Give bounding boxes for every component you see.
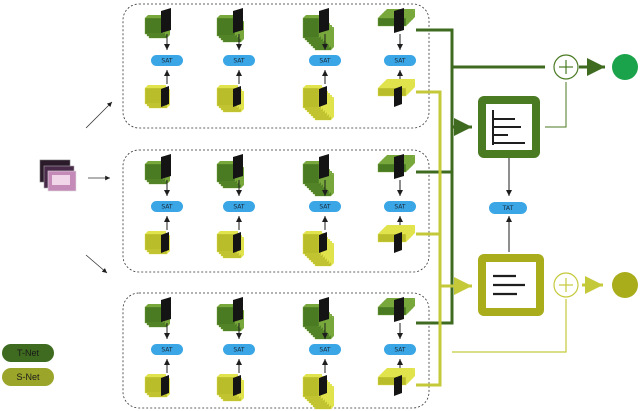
student-attention-map-3-1: [161, 375, 169, 396]
student-attention-map-3-4: [394, 375, 402, 396]
sat-label: SAT: [319, 204, 331, 211]
sat-label: SAT: [394, 204, 406, 211]
sat-label: SAT: [319, 58, 331, 65]
stream-block-1: [122, 3, 430, 129]
stream-2-stages: SAT SAT SAT SAT: [144, 154, 416, 267]
teacher-attention-map-2-4: [394, 154, 404, 179]
student-feature-stack-2-3: [302, 231, 334, 267]
legend-t-net: T-Net: [2, 344, 54, 362]
student-output-circle: [612, 272, 638, 298]
stream-block-2: [122, 149, 430, 273]
sat-module-1-3: SAT: [309, 55, 341, 66]
teacher-plus-circle-icon: [553, 54, 579, 80]
sat-module-2-3: SAT: [309, 201, 341, 212]
sat-label: SAT: [394, 58, 406, 65]
stream-1-stages: SAT SAT SAT SAT: [144, 8, 416, 121]
teacher-attention-map-1-2: [233, 8, 243, 33]
legend-s-net-label: S-Net: [16, 372, 40, 382]
sat-module-3-2: SAT: [223, 344, 255, 355]
sat-label: SAT: [394, 347, 406, 354]
legend-s-net: S-Net: [2, 368, 54, 386]
teacher-attention-map-3-2: [233, 297, 243, 322]
teacher-attention-map-3-1: [161, 297, 171, 322]
student-attention-map-2-1: [161, 232, 169, 253]
student-histogram-icon: [478, 254, 544, 316]
student-attention-map-1-4: [394, 86, 402, 107]
teacher-attention-map-1-4: [394, 8, 404, 33]
input-video-frames-icon: [39, 159, 77, 192]
sat-label: SAT: [161, 58, 173, 65]
teacher-feature-stack-3-3: [302, 304, 334, 340]
student-attention-map-1-3: [319, 86, 327, 107]
stream-3-stages: SAT SAT SAT SAT: [144, 297, 416, 410]
sat-label: SAT: [161, 204, 173, 211]
student-plus-circle-icon: [553, 272, 579, 298]
student-attention-map-1-2: [233, 86, 241, 107]
sat-module-1-1: SAT: [151, 55, 183, 66]
sat-module-2-4: SAT: [384, 201, 416, 212]
teacher-histogram-icon: [478, 96, 540, 158]
student-connections: [416, 90, 603, 387]
teacher-connections: [416, 28, 605, 325]
sat-label: SAT: [233, 204, 245, 211]
teacher-feature-stack-1-3: [302, 15, 334, 51]
stream-block-3: [122, 292, 430, 409]
student-feature-stack-1-3: [302, 85, 334, 121]
teacher-feature-stack-3-1: [144, 304, 170, 328]
sat-module-2-1: SAT: [151, 201, 183, 212]
student-attention-map-2-3: [319, 232, 327, 253]
teacher-attention-map-3-4: [394, 297, 404, 322]
teacher-feature-stack-2-3: [302, 161, 334, 197]
sat-label: SAT: [161, 347, 173, 354]
tat-module: TAT: [489, 202, 527, 214]
tat-label: TAT: [502, 205, 514, 212]
teacher-attention-map-2-3: [319, 154, 329, 179]
sat-module-3-1: SAT: [151, 344, 183, 355]
teacher-output-circle: [612, 54, 638, 80]
legend-t-net-label: T-Net: [17, 348, 40, 358]
teacher-attention-map-2-2: [233, 154, 243, 179]
sat-module-3-4: SAT: [384, 344, 416, 355]
sat-label: SAT: [233, 58, 245, 65]
teacher-attention-map-1-1: [161, 8, 171, 33]
student-attention-map-2-2: [233, 232, 241, 253]
sat-module-2-2: SAT: [223, 201, 255, 212]
student-attention-map-2-4: [394, 232, 402, 253]
student-attention-map-3-3: [319, 375, 327, 396]
teacher-attention-map-2-1: [161, 154, 171, 179]
teacher-attention-map-1-3: [319, 8, 329, 33]
sat-module-1-4: SAT: [384, 55, 416, 66]
input-arrow-bottom: [85, 254, 108, 274]
sat-label: SAT: [319, 347, 331, 354]
student-feature-stack-3-3: [302, 374, 334, 410]
sat-module-1-2: SAT: [223, 55, 255, 66]
teacher-attention-map-3-3: [319, 297, 329, 322]
input-arrow-top: [85, 101, 113, 129]
student-attention-map-3-2: [233, 375, 241, 396]
student-attention-map-1-1: [161, 86, 169, 107]
sat-module-3-3: SAT: [309, 344, 341, 355]
sat-label: SAT: [233, 347, 245, 354]
